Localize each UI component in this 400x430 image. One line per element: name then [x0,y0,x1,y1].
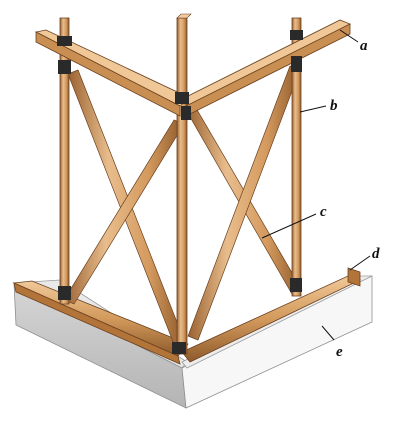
leader-line-e [321,325,335,341]
top-plate-left-front [35,31,181,117]
connector-bracket [172,342,186,354]
connector-bracket [57,36,72,46]
callout-label-e: e [336,344,343,360]
vertical-post-corner [176,17,188,355]
leader-line-d [349,255,371,271]
leader-lines [261,29,371,341]
vertical-post-left [59,17,70,305]
vertical-post-right [291,17,302,297]
metal-connectors [57,30,303,354]
callout-label-a: a [360,38,368,54]
vertical-posts [59,13,302,355]
leader-line-c [261,213,317,239]
top-plate-right-front [185,23,351,117]
connector-bracket [58,60,71,74]
callout-labels: a b c d e [320,38,380,360]
callout-label-b: b [330,98,338,114]
connector-bracket [290,30,303,40]
callout-label-d: d [372,246,380,262]
connector-bracket [181,106,191,120]
connector-bracket [290,278,302,292]
sole-plate-right-end [347,267,361,287]
connector-bracket [175,92,189,104]
connector-bracket [291,56,302,72]
diagonal-brace [63,119,185,305]
leader-line-a [339,29,359,43]
callout-label-c: c [320,204,327,220]
top-plate-right [179,19,351,107]
connector-bracket [58,286,71,300]
sole-plate-left-front [13,282,181,365]
diagonal-brace [187,65,301,341]
leader-line-b [299,105,327,113]
vertical-post-corner-top [176,13,192,19]
top-plates [34,19,351,117]
